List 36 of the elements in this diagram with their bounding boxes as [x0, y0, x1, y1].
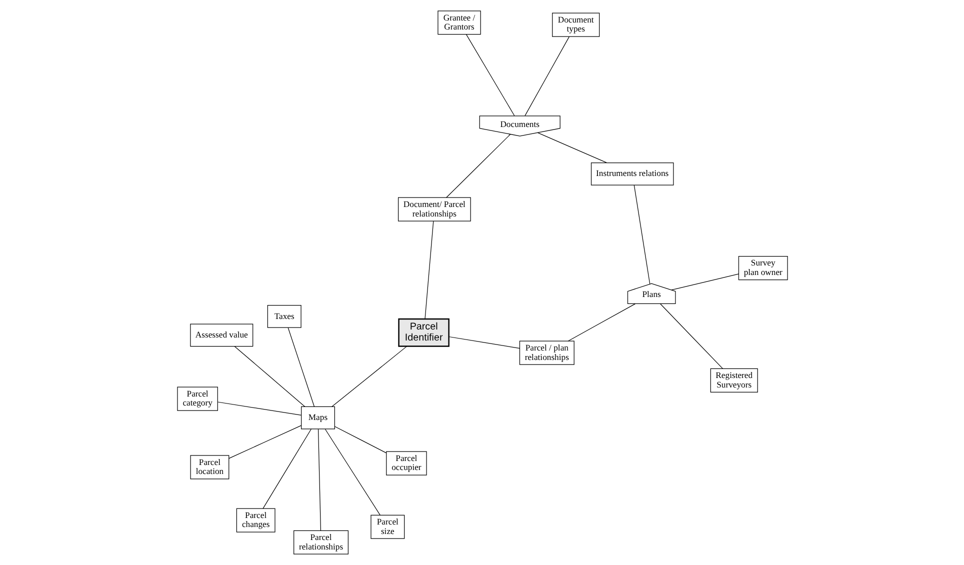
node-box: Parcel / plan relationships: [518, 340, 574, 365]
connector: [262, 428, 312, 509]
node-box: Maps: [300, 406, 334, 430]
node-box: Parcel location: [190, 455, 229, 480]
node-box: Parcel changes: [236, 508, 275, 532]
node-box: Parcel size: [370, 514, 404, 539]
connector: [448, 336, 520, 349]
connector: [633, 184, 650, 284]
node-box: Parcel occupier: [386, 451, 426, 476]
connector: [287, 327, 314, 407]
node-box: Registered Surveyors: [710, 368, 758, 393]
node-box: Instruments relations: [590, 162, 674, 186]
connector: [424, 220, 434, 320]
node-box: Document/ Parcel relationships: [398, 197, 470, 222]
connector: [334, 426, 386, 454]
connector: [446, 134, 510, 198]
connector: [331, 346, 407, 407]
connector: [228, 425, 301, 459]
connector: [317, 428, 321, 531]
node-box: Assessed value: [190, 324, 253, 347]
node-box: Document types: [552, 12, 600, 37]
connector: [567, 304, 636, 342]
connector: [324, 428, 380, 516]
node-box: Parcel category: [176, 386, 218, 411]
connector: [536, 132, 606, 164]
node-box: Taxes: [266, 305, 301, 328]
node-box: Parcel Identifier: [398, 318, 449, 347]
node-box: Parcel relationships: [293, 530, 348, 554]
node-box: Grantee / Grantors: [437, 10, 480, 35]
connector: [466, 34, 514, 116]
connector: [670, 274, 738, 290]
connector: [216, 402, 302, 416]
connector: [524, 36, 570, 116]
connector: [234, 346, 305, 408]
connector: [659, 303, 722, 369]
node-box: Survey plan owner: [738, 256, 788, 280]
